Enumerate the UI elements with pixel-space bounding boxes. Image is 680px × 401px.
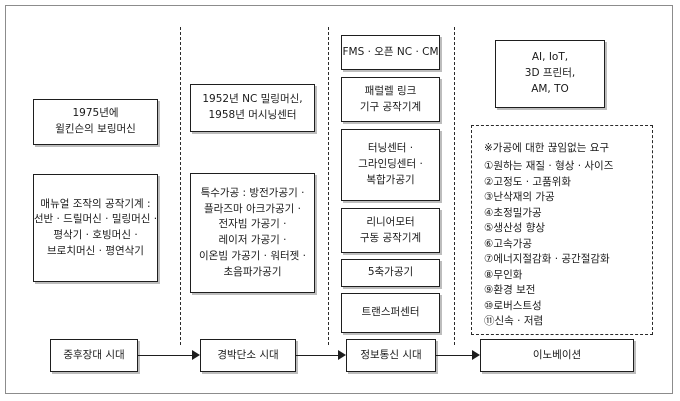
box-line: 1952년 NC 밀링머신, [202,93,303,106]
era-information: 정보통신 시대 [346,339,436,372]
arrow-head-icon [338,350,346,360]
box-line: 복합가공기 [366,173,415,186]
box-line: 5축가공기 [367,266,414,279]
box-line: 1958년 머시닝센터 [208,109,297,121]
box-line: 윌킨슨의 보링머신 [55,123,136,135]
requirement-item: ⑤생산성 향상 [484,222,546,235]
era-light-compact: 경박단소 시대 [200,339,296,372]
box-line: AM, TO [531,82,569,95]
box-line: 3D 프린터, [524,67,576,80]
timeline-arrow-1 [138,355,194,356]
requirement-item: ④초정밀가공 [484,206,542,219]
box-line: 리니어모터 [366,215,415,228]
requirement-item: ⑩로버스트성 [484,299,542,312]
special-machining-box: 특수가공 : 방전가공기 · 플라즈마 아크가공기 · 전자빔 가공기 · 레이… [190,173,315,293]
box-line: 이온빔 가공기 · 워터젯 · [199,249,306,262]
box-line: 레이저 가공기 · [218,234,287,246]
requirement-item: ⑧무인화 [484,268,523,281]
era-heavy-industry: 중후장대 시대 [50,339,138,372]
box-line: 평삭기 · 호빙머신 · [53,229,138,241]
outer-frame [5,5,673,394]
arrow-head-icon [192,350,200,360]
ai-iot-box: AI, IoT, 3D 프린터, AM, TO [495,40,605,108]
box-line: 1975년에 [72,107,119,120]
box-line: 구동 공작기계 [359,231,422,244]
arrow-head-icon [472,350,480,360]
nc-milling-box: 1952년 NC 밀링머신, 1958년 머시닝센터 [190,84,315,132]
turning-center-box: 터닝센터 · 그라인딩센터 · 복합가공기 [341,129,440,201]
box-line: FMS · 오픈 NC · CM [342,45,439,58]
era-divider-1 [180,27,181,345]
box-line: 기구 공작기계 [359,100,422,113]
boring-machine-box: 1975년에 윌킨슨의 보링머신 [33,99,158,145]
era-innovation: 이노베이션 [480,339,634,372]
requirements-title: ※가공에 대한 끊임없는 요구 [484,142,610,154]
box-line: 초음파가공기 [223,265,282,278]
five-axis-box: 5축가공기 [341,259,440,287]
era-divider-3 [454,27,455,345]
requirements-box: ※가공에 대한 끊임없는 요구 ①원하는 재질 · 형상 · 사이즈 ②고정도 … [471,125,653,335]
requirement-item: ⑨환경 보전 [484,284,536,297]
box-line: 브로치머신 · 평연삭기 [47,244,144,257]
era-divider-2 [328,27,329,345]
timeline-arrow-3 [436,355,474,356]
fms-box: FMS · 오픈 NC · CM [341,35,440,70]
box-line: 패럴렐 링크 [364,84,417,97]
requirement-item: ③난삭재의 가공 [484,191,555,204]
parallel-link-box: 패럴렐 링크 기구 공작기계 [341,77,440,122]
requirement-item: ①원하는 재질 · 형상 · 사이즈 [484,160,614,172]
box-line: 터닝센터 · [367,142,414,155]
requirement-item: ②고정도 · 고품위화 [484,175,572,188]
requirement-item: ⑥고속가공 [484,237,533,250]
box-line: 매뉴얼 조작의 공작기계 : [40,197,151,210]
box-line: 특수가공 : 방전가공기 · [200,186,305,199]
transfer-center-box: 트랜스퍼센터 [341,293,440,333]
box-line: 그라인딩센터 · [358,158,423,171]
box-line: 전자빔 가공기 · [218,218,287,231]
box-line: AI, IoT, [531,51,569,64]
box-line: 트랜스퍼센터 [361,306,420,319]
requirement-item: ⑦에너지절감화 · 공간절감화 [484,253,610,266]
requirement-item: ⑪신속 · 저렴 [484,315,544,328]
box-line: 선반 · 드릴머신 · 밀링머신 · [33,213,158,226]
linear-motor-box: 리니어모터 구동 공작기계 [341,208,440,253]
manual-machines-box: 매뉴얼 조작의 공작기계 : 선반 · 드릴머신 · 밀링머신 · 평삭기 · … [33,174,158,282]
timeline-arrow-2 [296,355,340,356]
box-line: 플라즈마 아크가공기 · [204,202,301,215]
